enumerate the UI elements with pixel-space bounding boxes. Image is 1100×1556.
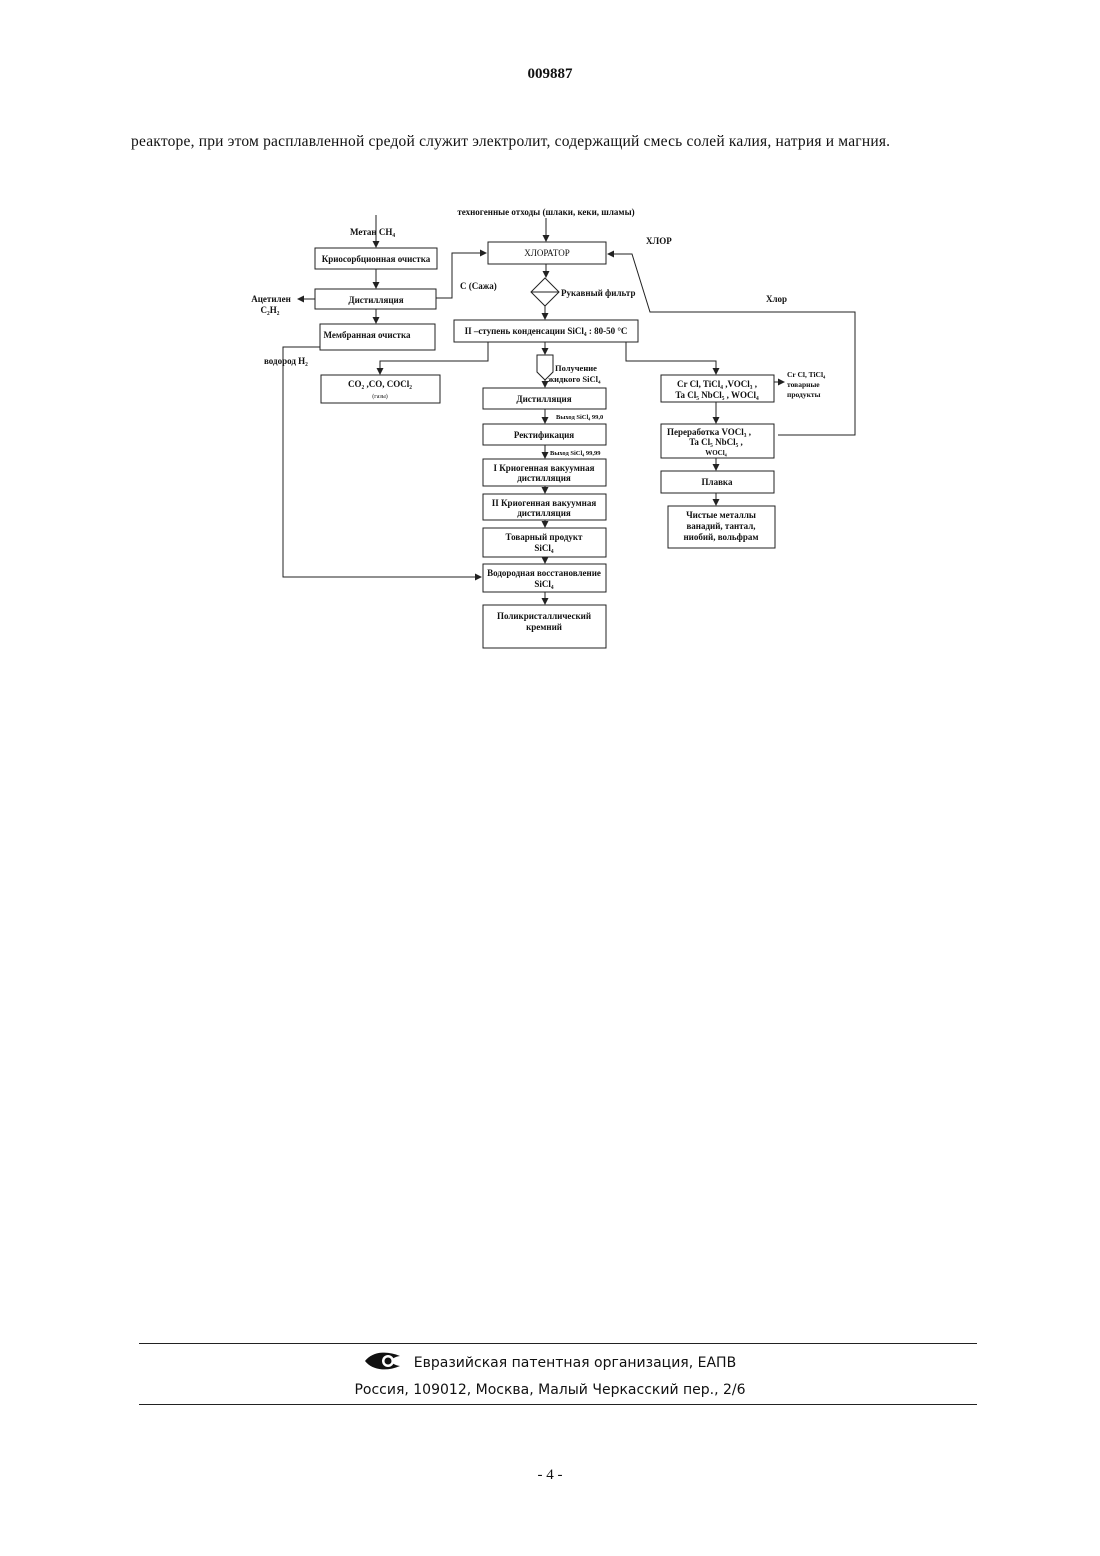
- metals-label-3: ниобий, вольфрам: [683, 532, 758, 542]
- acetylene-label-1: Ацетилен: [251, 294, 291, 304]
- membrane-label: Мембранная очистка: [324, 330, 411, 340]
- cryo2-label-2: дистилляция: [517, 508, 571, 518]
- page-number: - 4 -: [0, 1467, 1100, 1484]
- process-flow-diagram: техногенные отходы (шлаки, кеки, шламы) …: [0, 0, 1100, 700]
- eapo-logo-icon: [364, 1350, 402, 1376]
- gases-label-1: CO₂ ,CO, COCl₂: [348, 379, 412, 389]
- hreduction-label-1: Водородная восстановление: [487, 568, 601, 578]
- distillation-label: Дистилляция: [516, 394, 571, 404]
- cryo1-label-2: дистилляция: [517, 473, 571, 483]
- chlorides-label-2: Ta Cl₅ NbCl₅ , WOCl₄: [675, 390, 759, 400]
- cryo2-label-1: II Криогенная вакуумная: [492, 498, 597, 508]
- liquid-label-1: Получение: [555, 363, 597, 373]
- melting-label: Плавка: [702, 477, 733, 487]
- footer-address: Россия, 109012, Москва, Малый Черкасский…: [0, 1382, 1100, 1398]
- chlorides-label-1: Cr Cl, TiCl₄ ,VOCl₃ ,: [677, 379, 757, 389]
- footer-organization: Евразийская патентная организация, ЕАПВ: [0, 1350, 1100, 1376]
- hydrogen-label: водород H₂: [264, 356, 308, 366]
- polysilicon-label-1: Поликристаллический: [497, 611, 591, 621]
- organization-name: Евразийская патентная организация, ЕАПВ: [414, 1355, 736, 1371]
- metals-label-2: ванадий, тантал,: [686, 521, 755, 531]
- cryo1-label-1: I Криогенная вакуумная: [494, 463, 595, 473]
- chlor-right-label: Хлор: [766, 294, 787, 304]
- footer-bottom-rule: [139, 1404, 977, 1405]
- methane-label: Метан CH₄: [350, 227, 395, 237]
- footer-top-rule: [139, 1343, 977, 1344]
- commodity-label-2: товарные: [787, 380, 820, 389]
- distillation-left-label: Дистилляция: [348, 295, 403, 305]
- yield1-label: Выход SiCl₄ 99,0: [556, 414, 603, 421]
- source-label: техногенные отходы (шлаки, кеки, шламы): [457, 207, 634, 217]
- acetylene-label-2: C₂H₂: [261, 305, 280, 315]
- commodity-label-1: Cr Cl, TiCl₄: [787, 370, 826, 379]
- processing-label-3: WOCl₄: [705, 449, 727, 457]
- chlorinator-label: ХЛОРАТОР: [524, 248, 570, 258]
- liquid-label-2: жидкого SiCl₄: [548, 374, 601, 384]
- soot-label: С (Сажа): [460, 281, 497, 291]
- hreduction-label-2: SiCl₄: [534, 579, 554, 589]
- cryosorption-label: Криосорбционная очистка: [322, 254, 431, 264]
- condensation-label: II –ступень конденсации SiCl₄ : 80-50 °C: [465, 326, 628, 336]
- rectification-label: Ректификация: [514, 430, 574, 440]
- bag-filter-label: Рукавный фильтр: [561, 288, 635, 298]
- processing-label-1: Переработка VOCl₃ ,: [667, 427, 751, 437]
- chlor-top-label: ХЛОР: [646, 236, 672, 246]
- polysilicon-label-2: кремний: [526, 622, 562, 632]
- processing-label-2: Ta Cl₅ NbCl₅ ,: [689, 437, 743, 447]
- metals-label-1: Чистые металлы: [686, 510, 756, 520]
- product-label-2: SiCl₄: [534, 543, 554, 553]
- gases-label-2: (газы): [372, 393, 388, 400]
- commodity-label-3: продукты: [787, 390, 821, 399]
- yield2-label: Выход SiCl₄ 99,99: [550, 450, 601, 457]
- product-label-1: Товарный продукт: [506, 532, 584, 542]
